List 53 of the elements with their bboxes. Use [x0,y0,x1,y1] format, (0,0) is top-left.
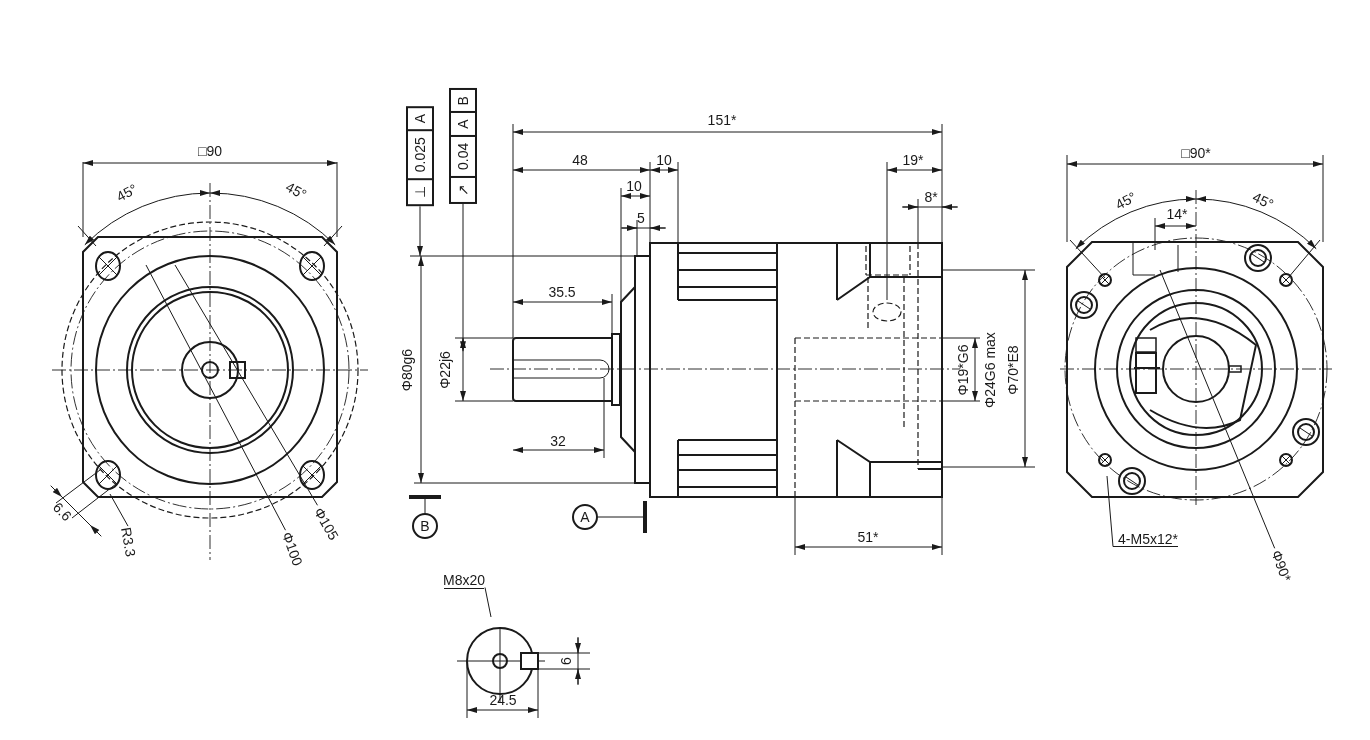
datum-reference: A [451,113,475,137]
callout-text: Φ22j6 [437,351,467,389]
dimension-text: 10 [656,152,672,168]
datum-feature-line [597,499,647,535]
leader-arrow [460,203,466,352]
datum-letter: B [420,519,430,533]
dimension-text: Φ19*G6 [955,344,971,396]
callout-text: Φ100 [279,530,305,568]
dimension-text: 151* [707,112,737,128]
tolerance-symbol: ⊥ [411,185,429,201]
dimension-text: □90 [198,143,222,159]
datum-feature-line [407,495,443,514]
leader-line [1106,475,1179,547]
dimension-text: □90* [1181,145,1211,161]
dimension-text: 35.5 [548,284,576,300]
leader-line [1159,269,1276,549]
leader-arrow [417,205,423,257]
leader-line [174,264,318,506]
dimension-text: 19* [902,152,924,168]
dimension-text: Φ24G6 max [982,332,998,408]
dimension-text: 45° [1250,189,1276,213]
dimension-text: 6 [558,657,574,665]
dimension-text: Φ80g6 [399,348,415,392]
dimension-text: 8* [924,189,938,205]
tolerance-frame [406,105,434,207]
datum-circle [572,504,598,530]
leader-line [484,587,492,618]
dimension-text: 5 [637,210,645,226]
tolerance-value: 0.025 [408,131,432,181]
tolerance-value: 0.04 [451,136,475,178]
datum-letter: A [580,510,590,524]
callout-text: Φ90* [1268,548,1294,584]
tolerance-frame [449,88,477,204]
datum-reference: B [451,90,475,114]
dimension-text: 51* [857,529,879,545]
dimension-text: 6.6 [49,499,75,525]
dimension-text: 14* [1166,206,1188,222]
datum-reference: A [408,107,432,132]
dimension-text: 45° [283,179,309,203]
leader-line [109,493,129,527]
dimension-text: 48 [572,152,588,168]
dimension-text: 32 [550,433,566,449]
dimension-text: 10 [626,178,642,194]
dimension-text: 45° [114,181,140,205]
tolerance-symbol: ↗ [454,182,472,198]
leader-line [145,264,286,531]
dimension-text: 45° [1113,189,1139,213]
datum-circle [412,513,438,539]
dimension-text: Φ70*E8 [1005,345,1021,395]
callout-text: 4-M5x12* [1118,531,1178,547]
callout-text: R3.3 [118,526,138,558]
dimension-text: 24.5 [489,692,517,708]
callout-text: M8x20 [443,572,485,588]
